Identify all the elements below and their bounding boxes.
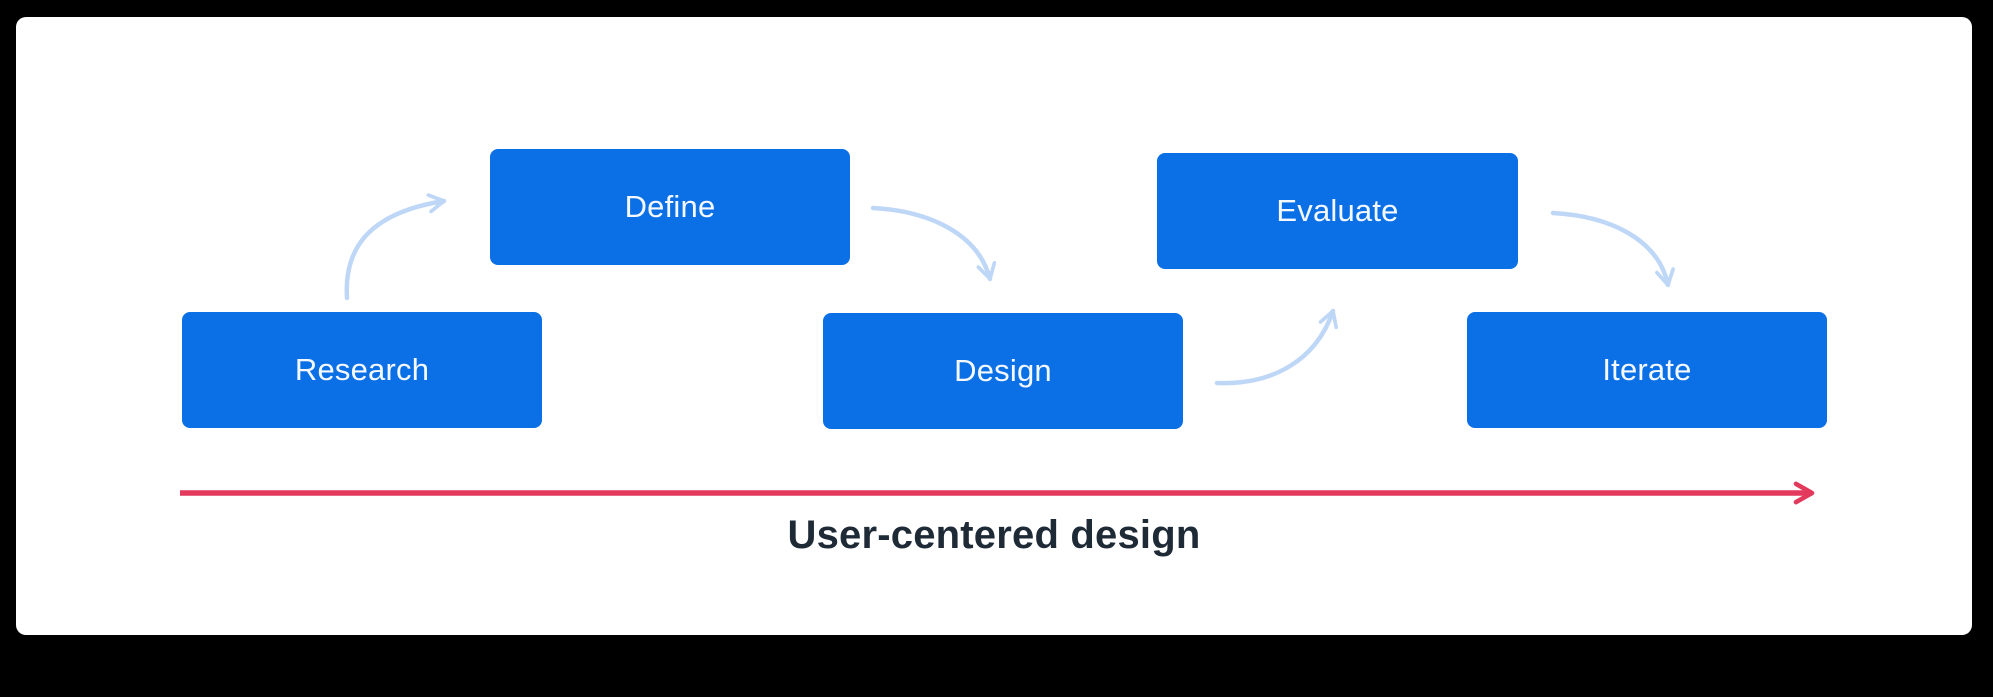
step-label-iterate: Iterate <box>1602 352 1692 387</box>
connector-design-to-evaluate-arrow <box>1214 308 1339 386</box>
connector-define-to-design-arrow <box>870 205 997 282</box>
connector-evaluate-to-iterate-arrow <box>1550 210 1675 288</box>
diagram-title: User-centered design <box>787 513 1201 557</box>
diagram-canvas: Research Define Design Evaluate Iterate … <box>16 17 1972 635</box>
step-label-define: Define <box>624 189 716 224</box>
step-box-define: Define <box>490 149 850 265</box>
step-label-evaluate: Evaluate <box>1276 193 1399 228</box>
step-label-research: Research <box>294 352 430 387</box>
step-box-iterate: Iterate <box>1467 312 1827 428</box>
step-label-design: Design <box>954 353 1052 388</box>
step-box-evaluate: Evaluate <box>1157 153 1518 269</box>
arrow-layer <box>180 193 1815 505</box>
connector-research-to-define-arrow <box>344 193 447 301</box>
step-box-design: Design <box>823 313 1183 429</box>
step-box-research: Research <box>182 312 542 428</box>
